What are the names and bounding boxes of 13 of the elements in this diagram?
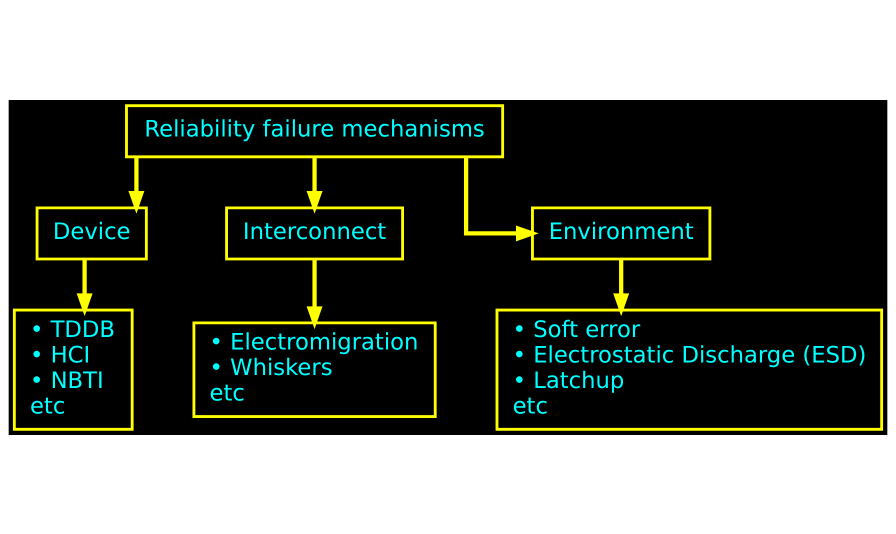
node-box: • Electromigration • Whiskers etc xyxy=(192,320,437,418)
arrow xyxy=(306,156,323,214)
node-box: • Soft error • Electrostatic Discharge (ESD) • Latchup etc xyxy=(496,308,884,430)
arrow xyxy=(76,258,93,316)
arrow xyxy=(464,156,539,241)
node-box: Interconnect xyxy=(225,206,404,260)
arrow xyxy=(306,258,323,329)
arrow xyxy=(128,156,144,214)
node-box: Device xyxy=(36,206,148,260)
node-box: • TDDB • HCI • NBTI etc xyxy=(12,308,134,430)
arrow xyxy=(613,258,630,316)
node-box: Environment xyxy=(531,206,712,260)
node-box: Reliability failure mechanisms xyxy=(125,104,504,158)
